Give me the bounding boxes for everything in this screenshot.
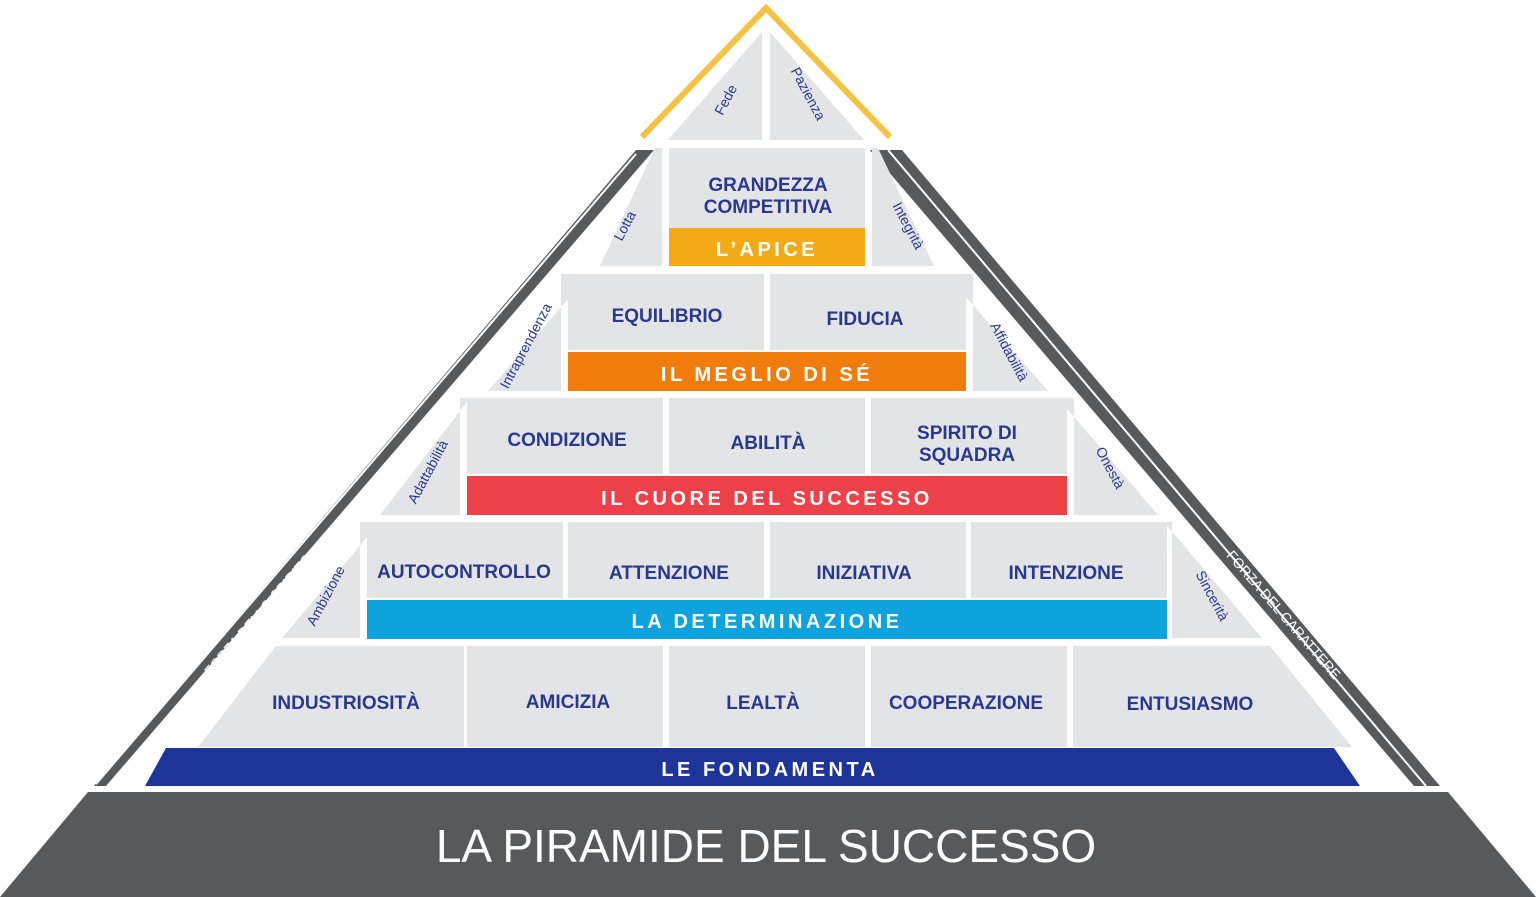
- band-label-fondamenta: LE FONDAMENTA: [661, 759, 878, 781]
- block-competitiva: COMPETITIVA: [704, 197, 833, 218]
- block-intenzione: INTENZIONE: [1008, 563, 1123, 584]
- band-label-apice: L’APICE: [716, 239, 818, 261]
- block-entusiasmo: ENTUSIASMO: [1127, 694, 1254, 715]
- block-grandezza: GRANDEZZA: [708, 175, 828, 196]
- left-rail: [94, 150, 654, 786]
- title-base: [0, 792, 1536, 897]
- block-squadra: SQUADRA: [919, 445, 1015, 466]
- block-spirito: SPIRITO DI: [917, 423, 1017, 444]
- block-amicizia: AMICIZIA: [526, 692, 611, 713]
- block-attenzione: ATTENZIONE: [609, 563, 729, 584]
- band-meglio: [568, 352, 966, 391]
- band-label-determinazione: LA DETERMINAZIONE: [632, 611, 903, 633]
- block-autocontrollo: AUTOCONTROLLO: [377, 562, 551, 583]
- block-iniziativa: INIZIATIVA: [816, 563, 912, 584]
- block-cooperazione: COOPERAZIONE: [889, 693, 1043, 714]
- block-lealta: LEALTÀ: [726, 692, 800, 714]
- block-condizione: CONDIZIONE: [507, 430, 626, 451]
- block-industriosita: INDUSTRIOSITÀ: [272, 692, 420, 714]
- block-equilibrio: EQUILIBRIO: [612, 306, 723, 327]
- band-apice: [669, 228, 865, 266]
- band-fondamenta: [145, 748, 1360, 786]
- block-fiducia: FIDUCIA: [826, 309, 903, 330]
- band-label-cuore: IL CUORE DEL SUCCESSO: [601, 488, 933, 510]
- block-abilita: ABILITÀ: [731, 432, 806, 454]
- band-cuore: [467, 476, 1067, 515]
- right-rail: [870, 150, 1440, 786]
- band-label-meglio: IL MEGLIO DI SÉ: [661, 363, 873, 386]
- apex-outline: [639, 3, 893, 140]
- pyramid-title: LA PIRAMIDE DEL SUCCESSO: [436, 820, 1096, 872]
- band-determinazione: [367, 600, 1167, 639]
